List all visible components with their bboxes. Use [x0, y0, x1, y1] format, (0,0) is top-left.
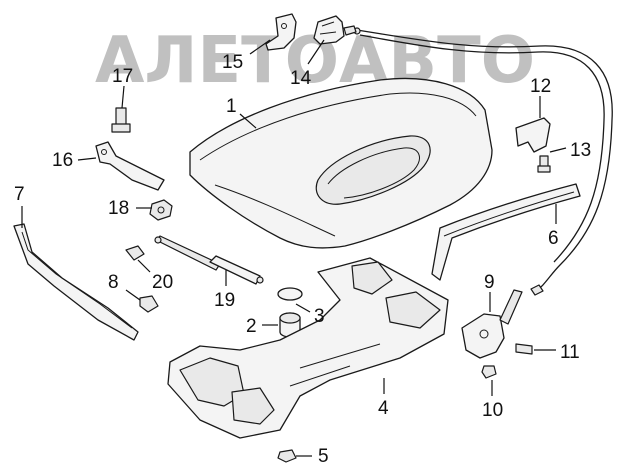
- insulator-ribs: [289, 343, 381, 387]
- leader-8: [125, 289, 141, 301]
- ring-3: [277, 287, 303, 301]
- release-cable-inner: [359, 34, 605, 263]
- bolt-11: [515, 343, 533, 355]
- hood-latch: [461, 313, 505, 359]
- leader-16: [77, 157, 97, 161]
- callout-1: 1: [226, 96, 237, 117]
- strut-end-lower: [256, 276, 264, 284]
- latch-bolt: [537, 155, 551, 173]
- callout-4: 4: [378, 398, 389, 419]
- latch-lever: [499, 289, 523, 325]
- callout-9: 9: [484, 272, 495, 293]
- callout-10: 10: [482, 400, 503, 421]
- insulator-pad-upper: [351, 261, 393, 295]
- insulator-pad-center: [231, 387, 275, 425]
- callout-5: 5: [318, 446, 329, 467]
- callout-8: 8: [108, 272, 119, 293]
- nut-18-hole: [157, 206, 165, 214]
- callout-3: 3: [314, 306, 325, 327]
- callout-13: 13: [570, 140, 591, 161]
- callout-15: 15: [222, 52, 243, 73]
- callout-7: 7: [14, 184, 25, 205]
- cable-clip: [530, 284, 544, 296]
- latch-pivot: [479, 329, 489, 339]
- leader-15: [249, 39, 271, 55]
- insulator-pad-right: [385, 291, 441, 329]
- side-support-bar: [13, 223, 139, 341]
- gas-strut-body: [209, 255, 261, 285]
- callout-19: 19: [214, 290, 235, 311]
- callout-20: 20: [152, 272, 173, 293]
- hood-scoop-inner: [327, 147, 420, 199]
- bracket-tab: [343, 25, 357, 36]
- hinge-16: [95, 141, 165, 191]
- leader-3: [295, 303, 311, 313]
- hinge-bolt-hole: [281, 23, 287, 29]
- callout-11: 11: [560, 342, 580, 363]
- callout-2: 2: [246, 316, 257, 337]
- release-cable: [356, 29, 613, 293]
- nut-18: [149, 199, 173, 221]
- callout-6: 6: [548, 228, 559, 249]
- hood-crease: [199, 92, 477, 161]
- strut-end-upper: [154, 236, 162, 244]
- callout-17: 17: [112, 66, 133, 87]
- hinge-16-hole: [101, 149, 107, 155]
- side-bar-edge: [21, 231, 133, 329]
- callout-18: 18: [108, 198, 129, 219]
- hood-hinge-bracket: [313, 15, 345, 45]
- hinge-bolt-17: [111, 107, 131, 133]
- clip-8: [139, 295, 159, 313]
- hood-crease-lower: [214, 184, 336, 237]
- callout-16: 16: [52, 150, 73, 171]
- clip-5: [277, 449, 297, 463]
- hood-hinge: [265, 13, 297, 51]
- leader-17: [121, 85, 125, 109]
- gas-strut: [155, 235, 221, 271]
- hood-seal-strip: [431, 183, 581, 281]
- latch-support-bracket: [515, 117, 551, 153]
- callout-14: 14: [290, 68, 312, 89]
- hood-insulator: [167, 257, 449, 439]
- leader-1: [239, 113, 257, 129]
- bracket-detail: [319, 21, 337, 35]
- seal-strip-edge: [443, 191, 575, 237]
- callout-12: 12: [530, 76, 551, 97]
- hood-bumper-top: [279, 312, 301, 324]
- leader-14: [307, 39, 325, 65]
- hood-scoop: [315, 135, 431, 205]
- clip-20: [125, 245, 145, 261]
- leader-13: [549, 147, 567, 153]
- leader-20: [137, 259, 151, 273]
- latch-bolt-10: [481, 365, 497, 379]
